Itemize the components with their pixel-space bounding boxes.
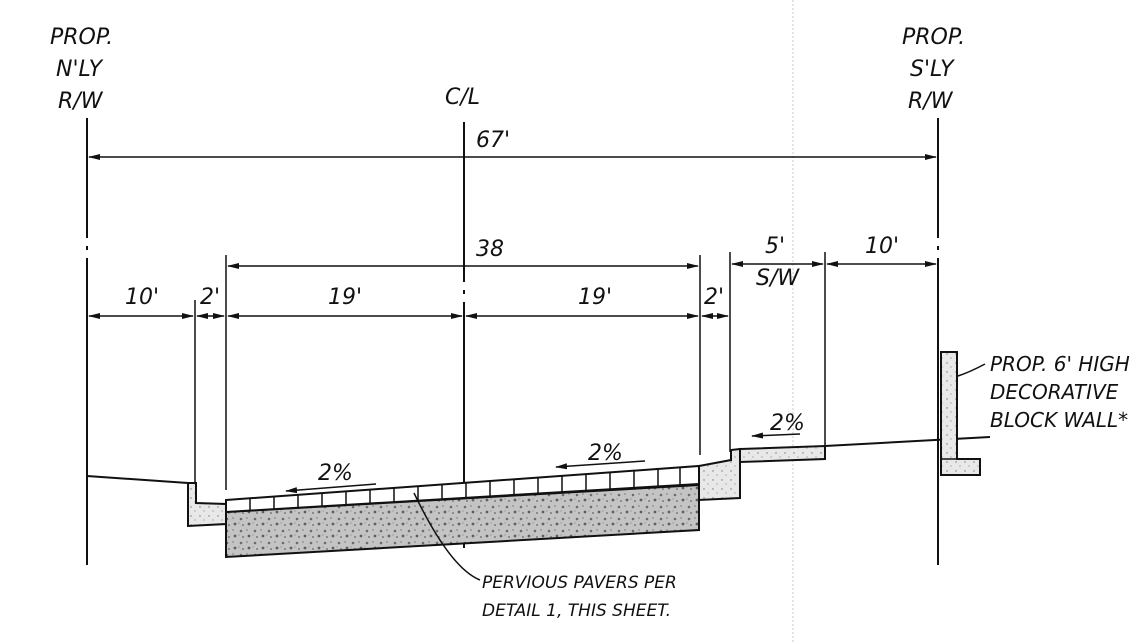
south-parkway-ground xyxy=(824,436,991,447)
overall-width-label: 67' xyxy=(476,128,510,153)
south-rw-label-line1: PROP. xyxy=(902,25,965,50)
slope-label-left: 2% xyxy=(318,461,353,486)
sidewalk-slab xyxy=(739,444,826,464)
south-rw-label-line2: S'LY xyxy=(910,57,955,82)
pavers-note-line2: DETAIL 1, THIS SHEET. xyxy=(482,601,671,621)
roadway-width-label: 38 xyxy=(476,237,504,262)
slope-arrow-left xyxy=(285,483,377,494)
sidewalk-label: S/W xyxy=(756,266,800,291)
north-rw-label-line1: PROP. xyxy=(50,25,113,50)
north-rw-label-line3: R/W xyxy=(58,89,104,114)
pavers-note-line1: PERVIOUS PAVERS PER xyxy=(482,573,677,593)
wall-note-line3: BLOCK WALL* xyxy=(990,408,1128,432)
centerline-label: C/L xyxy=(445,85,480,110)
north-curb-width-label: 2' xyxy=(200,285,220,310)
north-rw-label-line2: N'LY xyxy=(56,57,104,82)
pavers-callout-leader xyxy=(413,492,481,581)
slope-arrow-right xyxy=(555,460,646,470)
slope-label-sidewalk: 2% xyxy=(770,411,805,436)
south-curb-gutter xyxy=(698,447,741,502)
south-rw-label-line3: R/W xyxy=(908,89,954,114)
wall-note-line2: DECORATIVE xyxy=(990,380,1119,404)
slope-label-right: 2% xyxy=(588,441,623,466)
south-half-width-label: 19' xyxy=(578,285,612,310)
north-half-width-label: 19' xyxy=(328,285,362,310)
wall-callout-leader xyxy=(957,363,986,377)
sidewalk-width-label: 5' xyxy=(765,234,785,259)
wall-note-line1: PROP. 6' HIGH xyxy=(990,352,1130,376)
north-parkway-width-label: 10' xyxy=(125,285,159,310)
block-wall xyxy=(940,351,981,476)
north-curb-gutter xyxy=(187,482,227,528)
north-parkway-ground xyxy=(86,475,189,484)
slope-arrow-sidewalk xyxy=(751,432,801,439)
paver-joints xyxy=(249,467,681,510)
south-curb-width-label: 2' xyxy=(704,285,724,310)
south-parkway-width-label: 10' xyxy=(865,234,899,259)
